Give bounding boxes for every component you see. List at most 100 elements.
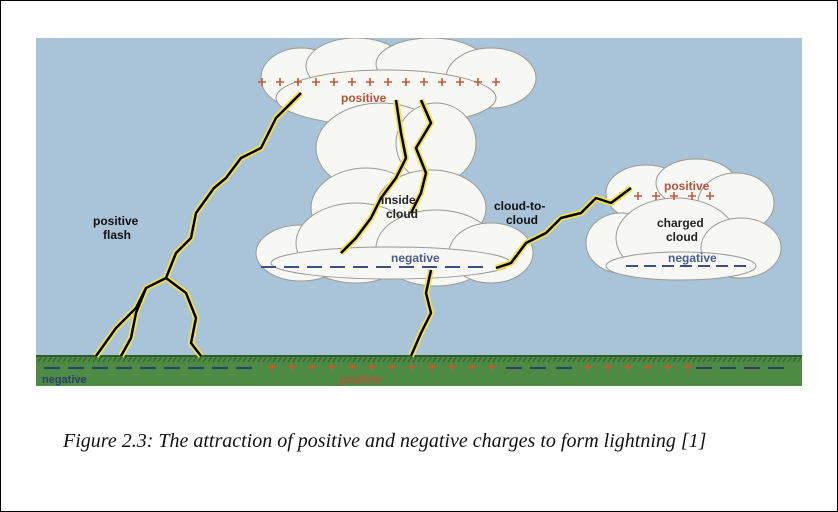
grass-stroke	[402, 355, 408, 363]
grass-stroke	[147, 355, 153, 363]
grass-stroke	[412, 355, 418, 363]
grass-stroke	[422, 355, 428, 363]
positive-flash-label-line2: flash	[103, 228, 131, 242]
inside-cloud-label-line2: cloud	[386, 207, 418, 221]
grass-stroke	[382, 355, 388, 363]
grass-stroke	[687, 355, 693, 363]
grass-stroke	[117, 355, 123, 363]
grass-stroke	[562, 355, 568, 363]
grass-stroke	[172, 355, 178, 363]
grass-stroke	[502, 355, 508, 363]
grass-stroke	[307, 355, 313, 363]
grass-stroke	[457, 355, 463, 363]
grass-stroke	[487, 355, 493, 363]
grass-stroke	[612, 355, 618, 363]
grass-stroke	[752, 355, 758, 363]
grass-stroke	[202, 355, 208, 363]
grass-stroke	[82, 355, 88, 363]
grass-stroke	[747, 355, 753, 363]
grass-stroke	[107, 355, 113, 363]
grass-stroke	[157, 355, 163, 363]
grass-stroke	[542, 355, 548, 363]
inside-cloud-label-line1: inside	[381, 193, 416, 207]
grass-stroke	[377, 355, 383, 363]
grass-stroke	[597, 355, 603, 363]
grass-stroke	[57, 355, 63, 363]
grass-stroke	[247, 355, 253, 363]
grass-stroke	[647, 355, 653, 363]
grass-stroke	[532, 355, 538, 363]
grass-stroke	[137, 355, 143, 363]
grass-stroke	[472, 355, 478, 363]
grass-stroke	[572, 355, 578, 363]
grass-stroke	[362, 355, 368, 363]
grass-stroke	[67, 355, 73, 363]
grass-stroke	[482, 355, 488, 363]
grass-stroke	[37, 355, 43, 363]
grass-stroke	[357, 355, 363, 363]
grass-stroke	[632, 355, 638, 363]
grass-stroke	[607, 355, 613, 363]
grass-stroke	[342, 355, 348, 363]
charged-cloud-label-line2: cloud	[666, 230, 698, 244]
grass-stroke	[437, 355, 443, 363]
grass-stroke	[652, 355, 658, 363]
lightning-bolts	[94, 92, 632, 357]
cloud-top-positive-charges	[258, 78, 500, 86]
grass-stroke	[222, 355, 228, 363]
grass-stroke	[197, 355, 203, 363]
cloud-negative-label: negative	[391, 251, 440, 265]
grass-stroke	[152, 355, 158, 363]
grass-stroke	[497, 355, 503, 363]
grass-stroke	[787, 355, 793, 363]
ground-negative-label: negative	[42, 374, 87, 386]
grass-stroke	[367, 355, 373, 363]
grass-stroke	[192, 355, 198, 363]
grass-stroke	[677, 355, 683, 363]
grass-stroke	[477, 355, 483, 363]
grass-stroke	[552, 355, 558, 363]
grass-stroke	[227, 355, 233, 363]
grass-stroke	[167, 355, 173, 363]
grass-stroke	[77, 355, 83, 363]
grass-stroke	[122, 355, 128, 363]
grass-stroke	[727, 355, 733, 363]
grass-stroke	[257, 355, 263, 363]
grass-stroke	[407, 355, 413, 363]
grass-stroke	[537, 355, 543, 363]
grass-stroke	[557, 355, 563, 363]
grass-stroke	[467, 355, 473, 363]
grass-stroke	[492, 355, 498, 363]
grass-stroke	[512, 355, 518, 363]
grass-stroke	[127, 355, 133, 363]
grass-stroke	[767, 355, 773, 363]
grass-stroke	[757, 355, 763, 363]
grass-hatch	[37, 355, 802, 363]
grass-stroke	[682, 355, 688, 363]
grass-stroke	[627, 355, 633, 363]
grass-stroke	[162, 355, 168, 363]
grass-stroke	[207, 355, 213, 363]
grass-stroke	[702, 355, 708, 363]
grass-stroke	[327, 355, 333, 363]
grass-stroke	[447, 355, 453, 363]
grass-stroke	[657, 355, 663, 363]
grass-stroke	[302, 355, 308, 363]
cloud-to-cloud-label-line2: cloud	[506, 213, 538, 227]
grass-stroke	[287, 355, 293, 363]
grass-stroke	[527, 355, 533, 363]
grass-stroke	[592, 355, 598, 363]
grass-stroke	[427, 355, 433, 363]
grass-stroke	[232, 355, 238, 363]
grass-stroke	[567, 355, 573, 363]
grass-stroke	[637, 355, 643, 363]
cloud-to-cloud-label-line1: cloud-to-	[494, 199, 545, 213]
grass-stroke	[782, 355, 788, 363]
grass-stroke	[97, 355, 103, 363]
grass-stroke	[87, 355, 93, 363]
grass-stroke	[282, 355, 288, 363]
grass-stroke	[337, 355, 343, 363]
grass-stroke	[322, 355, 328, 363]
charged-cloud	[585, 158, 782, 281]
